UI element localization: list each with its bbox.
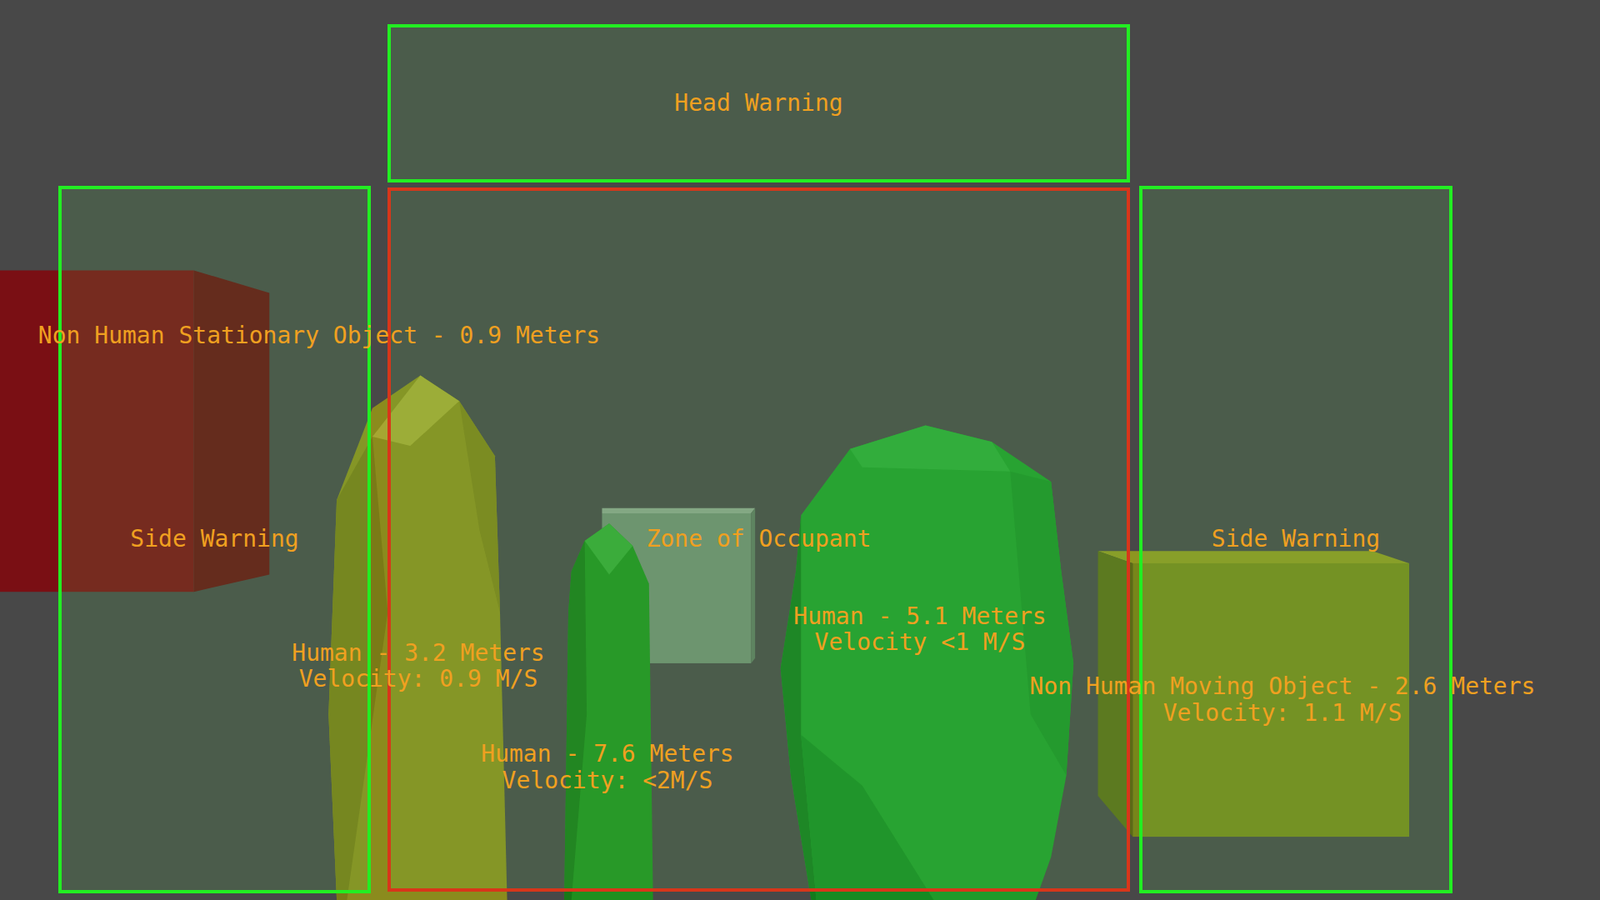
object-readout: Non Human Stationary Object - 0.9 Meters: [38, 322, 600, 350]
object-readout: Velocity: 1.1 M/S: [1163, 700, 1403, 727]
object-readout: Human - 5.1 Meters: [793, 603, 1046, 630]
head-warning-zone: Head Warning: [387, 24, 1130, 183]
object-readout: Human - 7.6 Meters: [480, 740, 734, 768]
zone-label: Head Warning: [674, 90, 843, 117]
object-readout: Velocity: 0.9 M/S: [299, 665, 539, 693]
object-readout: Velocity: <2M/S: [502, 767, 714, 795]
zone-label: Side Warning: [1211, 525, 1380, 553]
zone-label: Zone of Occupant: [646, 525, 872, 553]
side-warning-zone: Side Warning: [58, 185, 371, 894]
occupant-zone: Zone of Occupant: [387, 187, 1130, 892]
object-readout: Velocity <1 M/S: [815, 629, 1026, 656]
object-readout: Human - 3.2 Meters: [291, 640, 545, 667]
zone-label: Side Warning: [130, 525, 299, 553]
object-readout: Non Human Moving Object - 2.6 Meters: [1030, 673, 1536, 700]
side-warning-zone: Side Warning: [1139, 185, 1453, 894]
